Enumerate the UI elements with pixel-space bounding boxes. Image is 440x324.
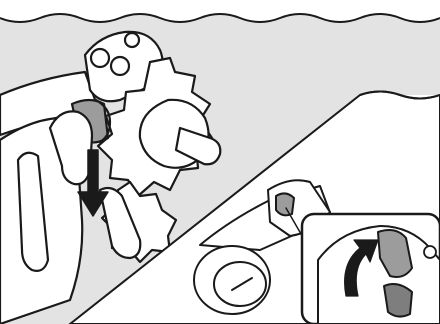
button-3 bbox=[125, 33, 139, 47]
inset-lever-lower bbox=[384, 284, 412, 317]
inset-button bbox=[424, 246, 436, 258]
button-1 bbox=[91, 49, 109, 67]
button-2 bbox=[111, 57, 129, 75]
detail-end-cap-inner bbox=[214, 262, 266, 306]
zoom-inset bbox=[302, 214, 440, 324]
detail-lever-small bbox=[276, 193, 294, 215]
